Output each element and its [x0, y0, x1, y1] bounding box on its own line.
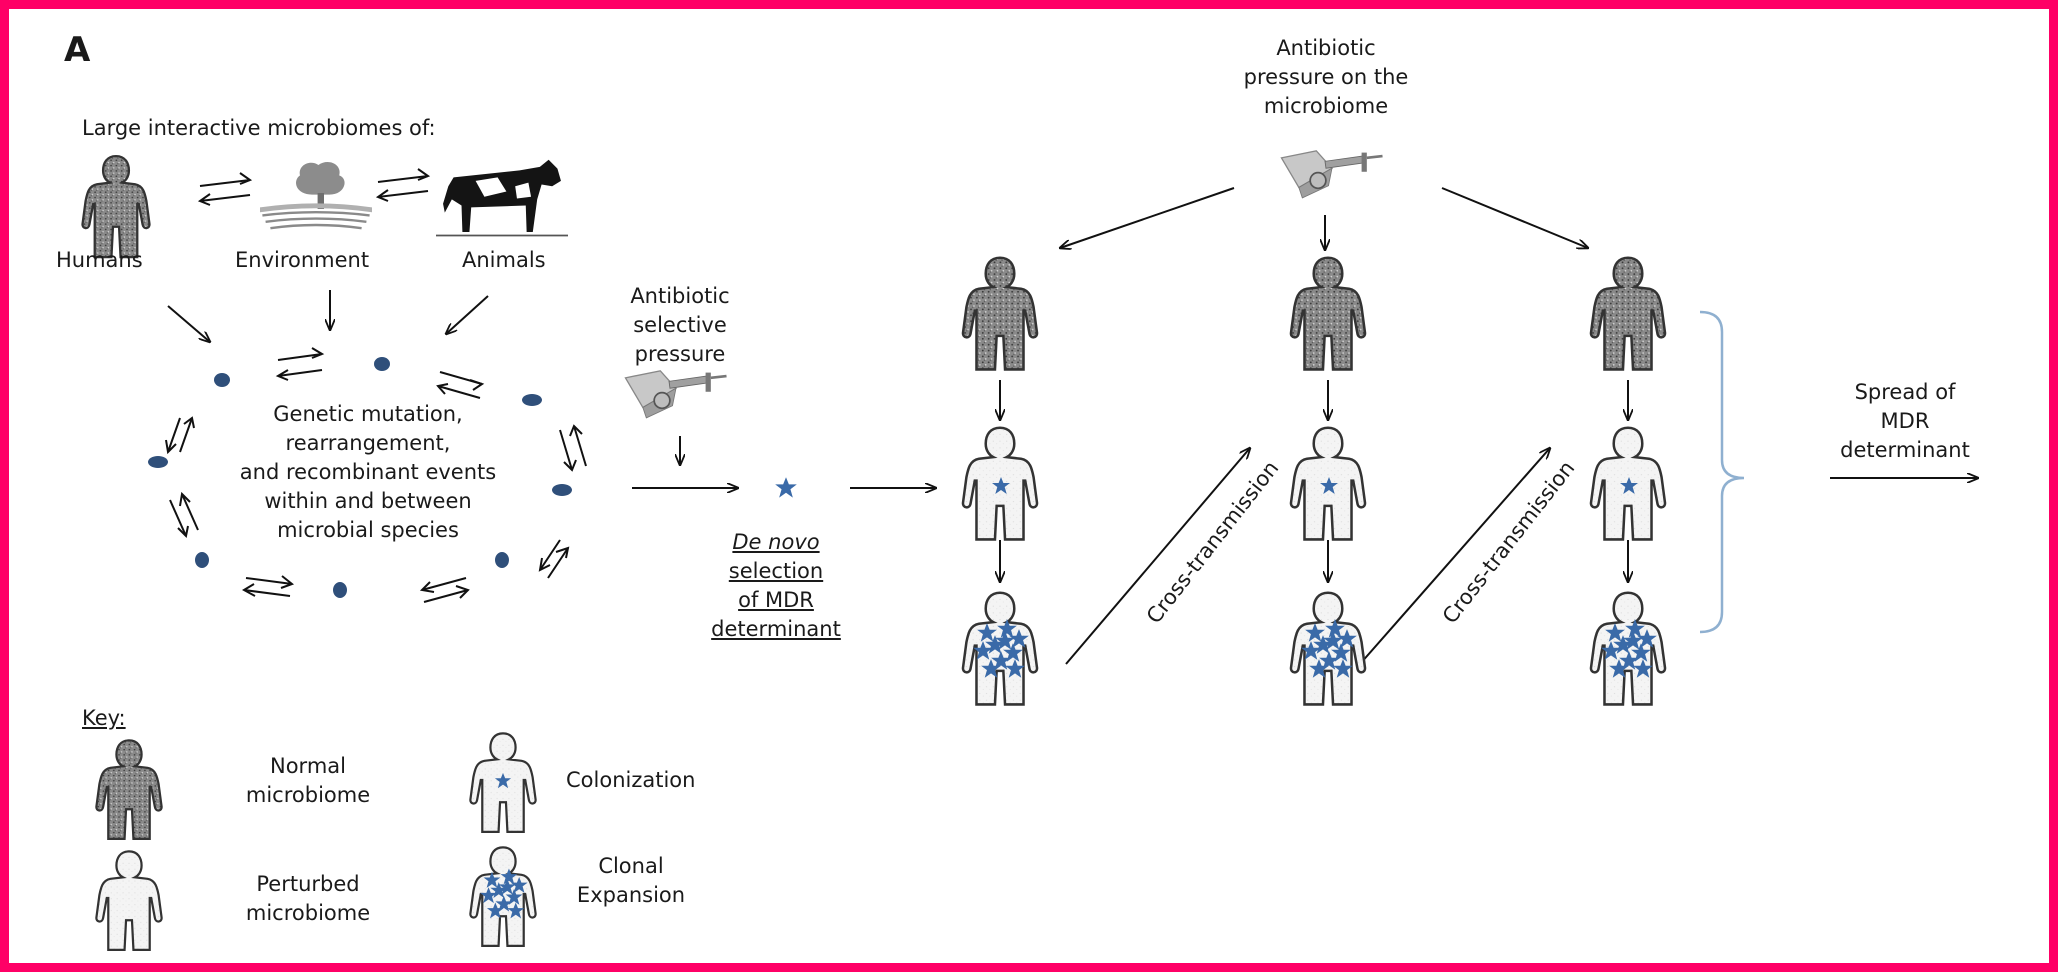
syringe-icon	[1280, 149, 1384, 200]
panel-label: A	[64, 30, 91, 70]
microbe-dot	[333, 582, 347, 598]
key-perturbed-label: Perturbed microbiome	[245, 872, 371, 925]
animals-label: Animals	[462, 248, 546, 272]
key-clonal-label: Clonal Expansion	[576, 854, 686, 907]
microbe-dot	[552, 484, 572, 496]
de-novo-label: De novo selection of MDR determinant	[711, 530, 841, 641]
mutation-text: Genetic mutation, rearrangement, and rec…	[239, 402, 497, 542]
key-normal-icon	[95, 739, 163, 840]
normal-person-icon	[1289, 256, 1367, 371]
mdr-star-icon	[775, 477, 797, 498]
sources-title: Large interactive microbiomes of:	[82, 116, 436, 140]
microbe-dot	[374, 357, 390, 371]
syringe-icon	[624, 369, 728, 420]
key-title: Key:	[82, 706, 126, 730]
environment-label: Environment	[235, 248, 370, 272]
clonal-star-cluster	[973, 619, 1657, 678]
environment-icon	[258, 160, 374, 230]
spread-label: Spread of MDR determinant	[1840, 380, 1970, 462]
flow-arrows	[167, 187, 1978, 665]
microbe-ring	[148, 357, 572, 598]
spread-bracket	[1699, 310, 1745, 634]
humans-label: Humans	[56, 248, 143, 272]
microbe-dot	[148, 456, 168, 468]
human-icon	[81, 154, 151, 259]
selective-pressure-label: Antibiotic selective pressure	[630, 284, 730, 366]
key-normal-label: Normal microbiome	[245, 754, 371, 807]
microbe-dot	[522, 394, 542, 406]
cow-icon	[436, 158, 568, 237]
normal-person-icon	[961, 256, 1039, 371]
microbe-dot	[195, 552, 209, 568]
key-colonization-label: Colonization	[566, 768, 696, 792]
key-perturbed-icon	[95, 850, 163, 951]
normal-person-icon	[1589, 256, 1667, 371]
equilibrium-arrows	[165, 168, 587, 603]
microbe-dot	[214, 373, 230, 387]
microbe-dot	[495, 552, 509, 568]
microbiome-pressure-label: Antibiotic pressure on the microbiome	[1243, 36, 1409, 118]
